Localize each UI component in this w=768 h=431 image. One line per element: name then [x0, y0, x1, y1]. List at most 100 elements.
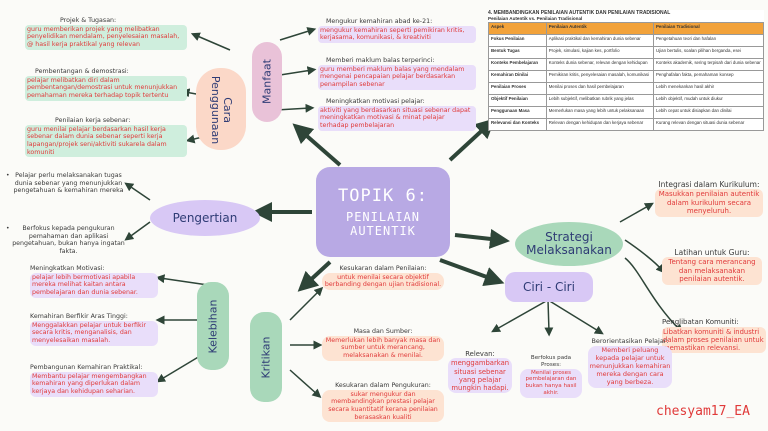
ciri-item-3-body: Memberi peluang kepada pelajar untuk men… [588, 345, 672, 388]
table-cell: Fokus Penilaian [488, 34, 547, 47]
cara-item-3: Penilaian kerja sebenar: guru menilai pe… [25, 117, 187, 158]
table-cell: Penilaian Proses [488, 82, 547, 95]
pengertian-point-2-text: Berfokus kepada pengukuran pemahaman dan… [12, 225, 125, 256]
kritikan-item-1-head: Kesukaran dalam Penilaian: [339, 265, 427, 272]
table-cell: Relevan dengan kehidupan dan kerjaya seb… [545, 118, 655, 131]
cara-item-1-head: Projek & Tugasan: [60, 17, 117, 24]
table-cell: Ujian bertulis, soalan pilihan berganda,… [653, 46, 764, 59]
bullet-dot: • [6, 225, 10, 232]
ciri-item-1-head: Relevan: [465, 350, 495, 358]
manfaat-item-3-body: aktiviti yang berdasarkan situasi sebena… [318, 105, 476, 131]
strategi-item-1-head: Integrasi dalam Kurikulum: [658, 180, 760, 189]
table-cell: Lebih menekankan hasil akhir [653, 82, 764, 95]
table-cell: Relevansi dan Konteks [488, 118, 547, 131]
kelebihan-item-1: Meningkatkan Motivasi: pelajar lebih ber… [30, 265, 158, 298]
topic-number: TOPIK 6: [338, 186, 428, 206]
strategi-item-2-head: Latihan untuk Guru: [674, 248, 750, 257]
kelebihan-item-2-head: Kemahiran Berfikir Aras Tinggi: [30, 313, 128, 320]
table-cell: Aplikasi praktikal dan kemahiran dunia s… [545, 34, 655, 47]
table-header-row: Aspek Penilaian Autentik Penilaian Tradi… [488, 22, 764, 35]
cara-penggunaan-title-line1: Cara [221, 97, 235, 123]
kritikan-item-3-body: sukar mengukur dan membandingkan prestas… [322, 389, 444, 423]
strategi-title-line2: Melaksanakan [526, 243, 612, 257]
strategi-title: Strategi Melaksanakan [526, 229, 612, 257]
ciri-node: Ciri - Ciri [505, 272, 593, 302]
ciri-item-1-body: menggambarkan situasi sebenar yang pelaj… [448, 358, 512, 394]
manfaat-item-3-head: Meningkatkan motivasi pelajar: [326, 98, 425, 105]
kelebihan-item-3-head: Pembangunan Kemahiran Praktikal: [30, 364, 143, 371]
author-signature: chesyam17_EA [656, 404, 750, 419]
table-cell: Kemahiran Dinilai [488, 70, 547, 83]
cara-item-2: Pembentangan & demostrasi: pelajar melib… [25, 68, 187, 101]
cara-item-2-body: pelajar melibatkan diri dalam pembentang… [25, 75, 187, 101]
cara-item-3-head: Penilaian kerja sebenar: [55, 117, 131, 124]
comparison-table: Aspek Penilaian Autentik Penilaian Tradi… [488, 22, 764, 131]
pengertian-point-1-text: Pelajar perlu melaksanakan tugas dunia s… [13, 172, 124, 195]
central-topic: TOPIK 6: PENILAIAN AUTENTIK [316, 167, 450, 257]
manfaat-item-1: Mengukur kemahiran abad ke-21: mengukur … [318, 18, 476, 44]
kritikan-item-1-body: untuk menilai secara objektif berbanding… [322, 272, 444, 291]
manfaat-node: Manfaat [252, 42, 282, 122]
kelebihan-item-1-head: Meningkatkan Motivasi: [30, 265, 105, 272]
table-cell: Projek, simulasi, kajian kes, portfolio [545, 46, 655, 59]
kelebihan-item-3: Pembangunan Kemahiran Praktikal: Membant… [30, 364, 158, 397]
manfaat-item-2: Memberi maklum balas terperinci: guru me… [318, 57, 476, 90]
manfaat-item-1-body: mengukur kemahiran seperti pemikiran kri… [318, 25, 476, 44]
ciri-item-1: Relevan: menggambarkan situasi sebenar y… [448, 350, 512, 394]
table-header-cell: Penilaian Autentik [545, 22, 655, 35]
table-cell: Penghafalan fakta, pemahaman konsep [653, 70, 764, 83]
kritikan-item-2: Masa dan Sumber: Memerlukan lebih banyak… [322, 328, 444, 361]
pengertian-point-2: • Berfokus kepada pengukuran pemahaman d… [6, 225, 131, 256]
cara-penggunaan-title-line2: Penggunaan [209, 75, 222, 145]
kritikan-title: Kritikan [259, 335, 273, 379]
strategi-item-2-body: Tentang cara merancang dan melaksanakan … [662, 257, 762, 285]
strategi-item-1-body: Masukkan penilaian autentik dalam kuriku… [655, 189, 763, 217]
bullet-dot: • [6, 172, 10, 179]
ciri-item-3: Berorientasikan Pelajar: Memberi peluang… [588, 337, 672, 388]
comparison-table-panel: 4. MEMBANDINGKAN PENILAIAN AUTENTIK DAN … [488, 10, 764, 131]
ciri-title: Ciri - Ciri [523, 280, 575, 294]
cara-penggunaan-title: Cara Penggunaan [209, 69, 235, 151]
strategi-item-1: Integrasi dalam Kurikulum: Masukkan peni… [655, 180, 763, 217]
kelebihan-item-1-body: pelajar lebih bermotivasi apabila mereka… [30, 272, 158, 298]
topic-title-line1: PENILAIAN [345, 210, 421, 224]
strategi-title-line1: Strategi [545, 229, 593, 244]
kelebihan-node: Kelebihan [197, 282, 229, 370]
table-cell: Lebih cepat untuk disiapkan dan dinilai [653, 106, 764, 119]
manfaat-item-2-body: guru memberi maklum balas yang mendalam … [318, 64, 476, 90]
cara-item-1-body: guru memberikan projek yang melibatkan p… [25, 24, 187, 50]
table-subtitle: Penilaian Autentik vs. Penilaian Tradisi… [488, 16, 583, 21]
table-cell: Bentuk Tugas [488, 46, 547, 59]
strategi-item-3: Penglibatan Komuniti: Libatkan komuniti … [662, 318, 766, 354]
cara-item-1: Projek & Tugasan: guru memberikan projek… [25, 17, 187, 50]
table-cell: Konteks dunia sebenar, relevan dengan ke… [545, 58, 655, 71]
pengertian-node: Pengertian [150, 200, 260, 236]
strategi-item-2: Latihan untuk Guru: Tentang cara meranca… [662, 248, 762, 285]
table-cell: Memerlukan masa yang lebih untuk pelaksa… [545, 106, 655, 119]
ciri-item-2-body: Menilai proses pembelajaran dan bukan ha… [520, 368, 582, 398]
kritikan-node: Kritikan [250, 312, 282, 402]
cara-item-2-head: Pembentangan & demostrasi: [35, 68, 129, 75]
cara-penggunaan-node: Cara Penggunaan [196, 68, 246, 150]
topic-title-line2: AUTENTIK [350, 224, 416, 238]
table-cell: Pengetahuan teori dan hafalan [653, 34, 764, 47]
table-cell: Lebih subjektif, melibatkan rubrik yang … [545, 94, 655, 107]
ciri-item-2: Berfokus pada Proses: Menilai proses pem… [520, 355, 582, 398]
table-cell: Lebih objektif, mudah untuk diukur [653, 94, 764, 107]
table-cell: Penggunaan Masa [488, 106, 547, 119]
kelebihan-item-2: Kemahiran Berfikir Aras Tinggi: Menggala… [30, 313, 158, 346]
table-cell: Konteks Pembelajaran [488, 58, 547, 71]
kelebihan-title: Kelebihan [206, 299, 220, 353]
pengertian-title: Pengertian [172, 211, 238, 225]
table-header-cell: Penilaian Tradisional [653, 22, 764, 35]
strategi-node: Strategi Melaksanakan [515, 222, 623, 266]
table-cell: Pemikiran kritis, penyelesaian masalah, … [545, 70, 655, 83]
table-cell: Menilai proses dan hasil pembelajaran [545, 82, 655, 95]
